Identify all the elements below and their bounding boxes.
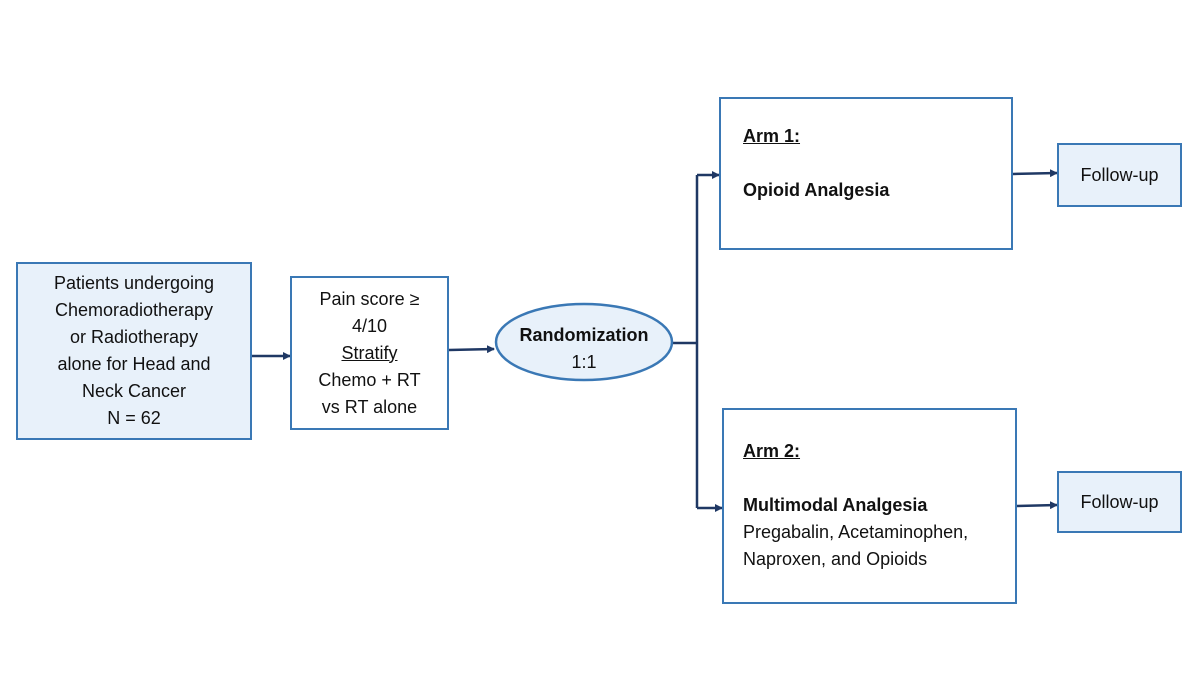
patients-box: Patients undergoing Chemoradiotherapy or… [16, 262, 252, 440]
arm2-detail-line-2: Naproxen, and Opioids [743, 549, 928, 569]
criteria-threshold: 4/10 [351, 315, 388, 336]
arm2-heading: Arm 2: [743, 441, 801, 461]
criteria-chemo-rt: Chemo + RT [318, 369, 421, 390]
criteria-pain-score: Pain score ≥ [319, 288, 420, 309]
arrow-arm1-to-followup [1012, 169, 1058, 178]
followup-label-arm1: Follow-up [1080, 164, 1159, 185]
arm2-treatment: Multimodal Analgesia [743, 495, 928, 515]
arm1-treatment: Opioid Analgesia [743, 180, 890, 200]
patients-line-1: Patients undergoing [53, 273, 215, 293]
patients-line-2: Chemoradiotherapy [54, 300, 214, 320]
arm2-box: Arm 2: Multimodal Analgesia Pregabalin, … [722, 408, 1017, 604]
randomization-ratio: 1:1 [571, 352, 596, 372]
patients-line-5: Neck Cancer [81, 381, 187, 401]
patients-line-6: N = 62 [107, 408, 161, 428]
followup-label-arm2: Follow-up [1080, 491, 1159, 512]
randomization-title: Randomization [520, 325, 649, 345]
arrow-arm2-to-followup [1016, 501, 1058, 510]
criteria-stratify: Stratify [341, 342, 398, 363]
followup-box-arm1: Follow-up [1057, 143, 1182, 207]
criteria-rt-alone: vs RT alone [321, 396, 418, 417]
criteria-box: Pain score ≥ 4/10 Stratify Chemo + RT vs… [290, 276, 449, 430]
patients-line-3: or Radiotherapy [69, 327, 199, 347]
randomization-ellipse [494, 302, 674, 382]
arm1-heading: Arm 1: [743, 126, 801, 146]
followup-box-arm2: Follow-up [1057, 471, 1182, 533]
arm2-detail-line-1: Pregabalin, Acetaminophen, [743, 522, 969, 542]
patients-line-4: alone for Head and [57, 354, 211, 374]
arrow-criteria-to-randomization [448, 345, 495, 354]
arm1-box: Arm 1: Opioid Analgesia [719, 97, 1013, 250]
